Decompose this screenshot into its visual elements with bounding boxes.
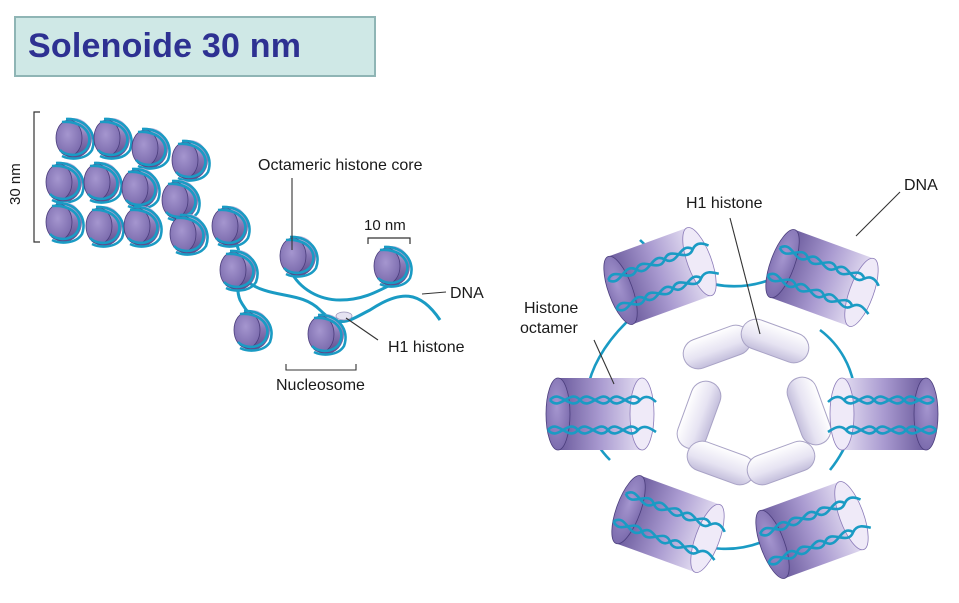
dna-label-left: DNA	[450, 285, 484, 302]
title-box: Solenoide 30 nm	[14, 16, 376, 77]
histone-octamer-label-line1: Histone	[524, 300, 578, 317]
nucleosome-cylinder	[595, 221, 727, 330]
nucleosome-cylinder	[757, 224, 889, 333]
nucleosome	[278, 234, 319, 278]
nucleosome	[372, 244, 413, 288]
solenoid-cross-section-illustration: H1 histone DNA Histone octamer	[520, 177, 940, 584]
nucleosome-cylinder	[603, 470, 735, 579]
histone-octamer-label-line2: octamer	[520, 320, 578, 337]
h1-histone	[335, 311, 353, 321]
nucleosome-cylinder	[747, 475, 879, 584]
octameric-core-label: Octameric histone core	[258, 157, 423, 174]
dna-label-right: DNA	[904, 177, 938, 194]
h1-histone-ring	[676, 318, 832, 486]
scale-30nm-label: 30 nm	[7, 163, 24, 205]
nucleosome-cylinder	[544, 376, 658, 452]
h1-label-left: H1 histone	[388, 339, 465, 356]
nucleosome	[232, 308, 273, 352]
page-title: Solenoide 30 nm	[28, 27, 302, 65]
solenoid-cluster	[44, 116, 251, 256]
scale-bracket-10nm	[367, 237, 411, 244]
h1-label-right: H1 histone	[686, 195, 763, 212]
solenoid-fiber-illustration: 30 nm 10 nm	[7, 111, 484, 394]
scale-bracket	[33, 111, 40, 243]
nucleosome-label: Nucleosome	[276, 377, 365, 394]
scale-10nm-label: 10 nm	[364, 217, 406, 234]
nucleosome-cylinder	[826, 376, 940, 452]
